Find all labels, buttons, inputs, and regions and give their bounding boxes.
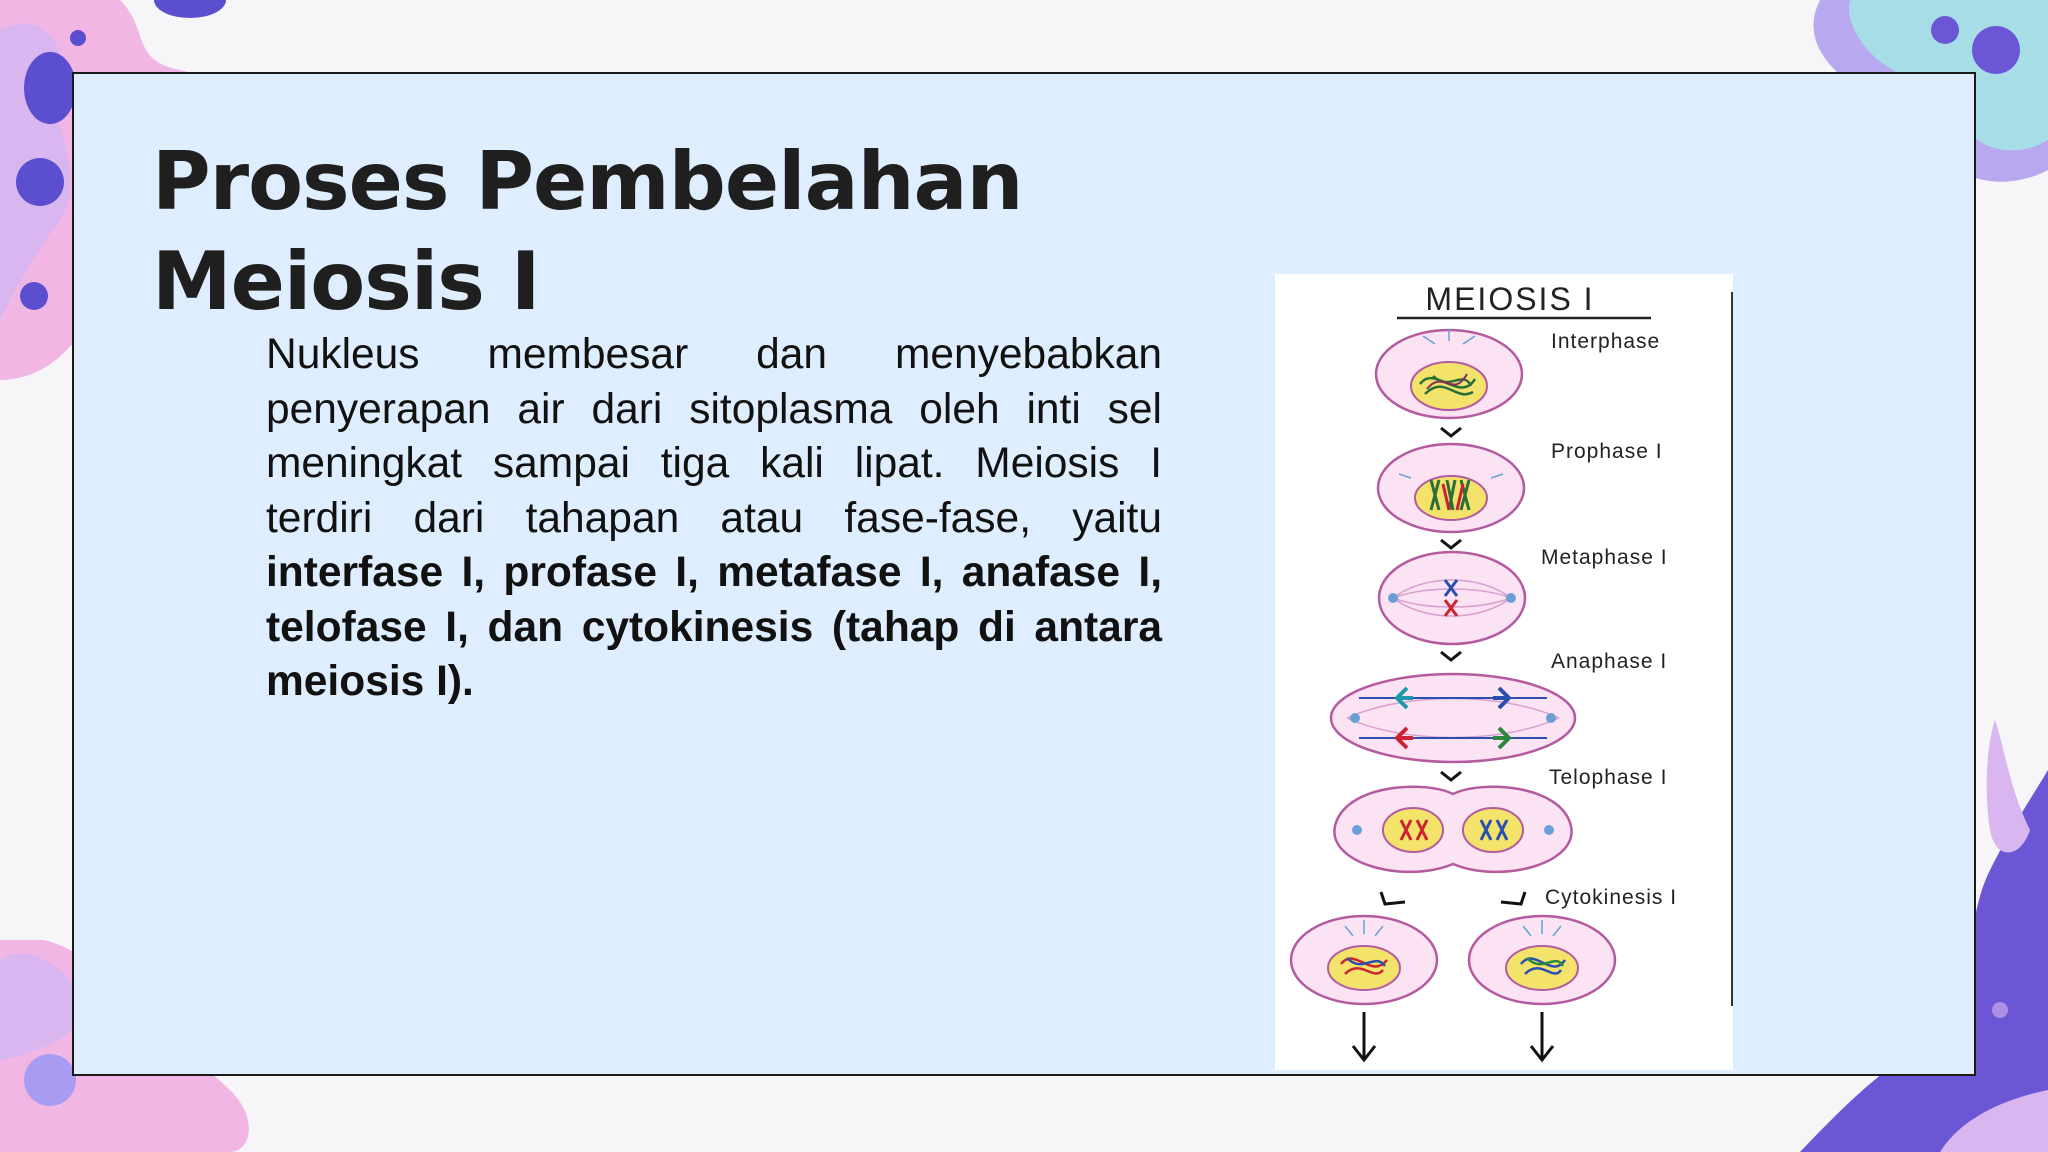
body-paragraph-emphasis: interfase I, profase I, metafase I, anaf… <box>266 549 1162 705</box>
arrow-icon <box>1440 770 1462 782</box>
body-paragraph: Nukleus membesar dan menyebabkan penyera… <box>266 328 1162 710</box>
arrow-icon <box>1500 891 1527 906</box>
telophase-cell-icon <box>1333 785 1573 874</box>
stage-label-telophase: Telophase I <box>1549 766 1667 789</box>
meiosis-diagram-svg: MEIOSIS I Interphase Prophase I <box>1289 281 1733 1063</box>
interphase-cell-icon <box>1374 328 1524 420</box>
arrow-icon <box>1440 650 1462 662</box>
meiosis-diagram: MEIOSIS I Interphase Prophase I <box>1275 274 1733 1070</box>
metaphase-cell-icon <box>1377 550 1527 646</box>
decor-bottom-right-blob <box>1800 720 2048 1152</box>
down-arrow-left-icon <box>1351 1012 1377 1063</box>
arrow-icon <box>1379 891 1406 906</box>
slide-title: Proses Pembelahan Meiosis I <box>152 135 1023 328</box>
daughter-cell-right-icon <box>1467 914 1617 1006</box>
body-paragraph-intro: Nukleus membesar dan menyebabkan penyera… <box>266 331 1162 542</box>
stage-label-interphase: Interphase <box>1551 330 1660 353</box>
stage-label-anaphase: Anaphase I <box>1551 650 1667 673</box>
arrow-icon <box>1440 538 1462 550</box>
stage-label-cytokinesis: Cytokinesis I <box>1545 886 1677 909</box>
daughter-cell-left-icon <box>1289 914 1439 1006</box>
anaphase-cell-icon <box>1329 672 1577 764</box>
stage-label-prophase: Prophase I <box>1551 440 1663 463</box>
down-arrow-right-icon <box>1529 1012 1555 1063</box>
arrow-icon <box>1440 426 1462 438</box>
stage-label-metaphase: Metaphase I <box>1541 546 1668 569</box>
prophase-cell-icon <box>1376 442 1526 534</box>
diagram-heading: MEIOSIS I <box>1425 281 1594 317</box>
